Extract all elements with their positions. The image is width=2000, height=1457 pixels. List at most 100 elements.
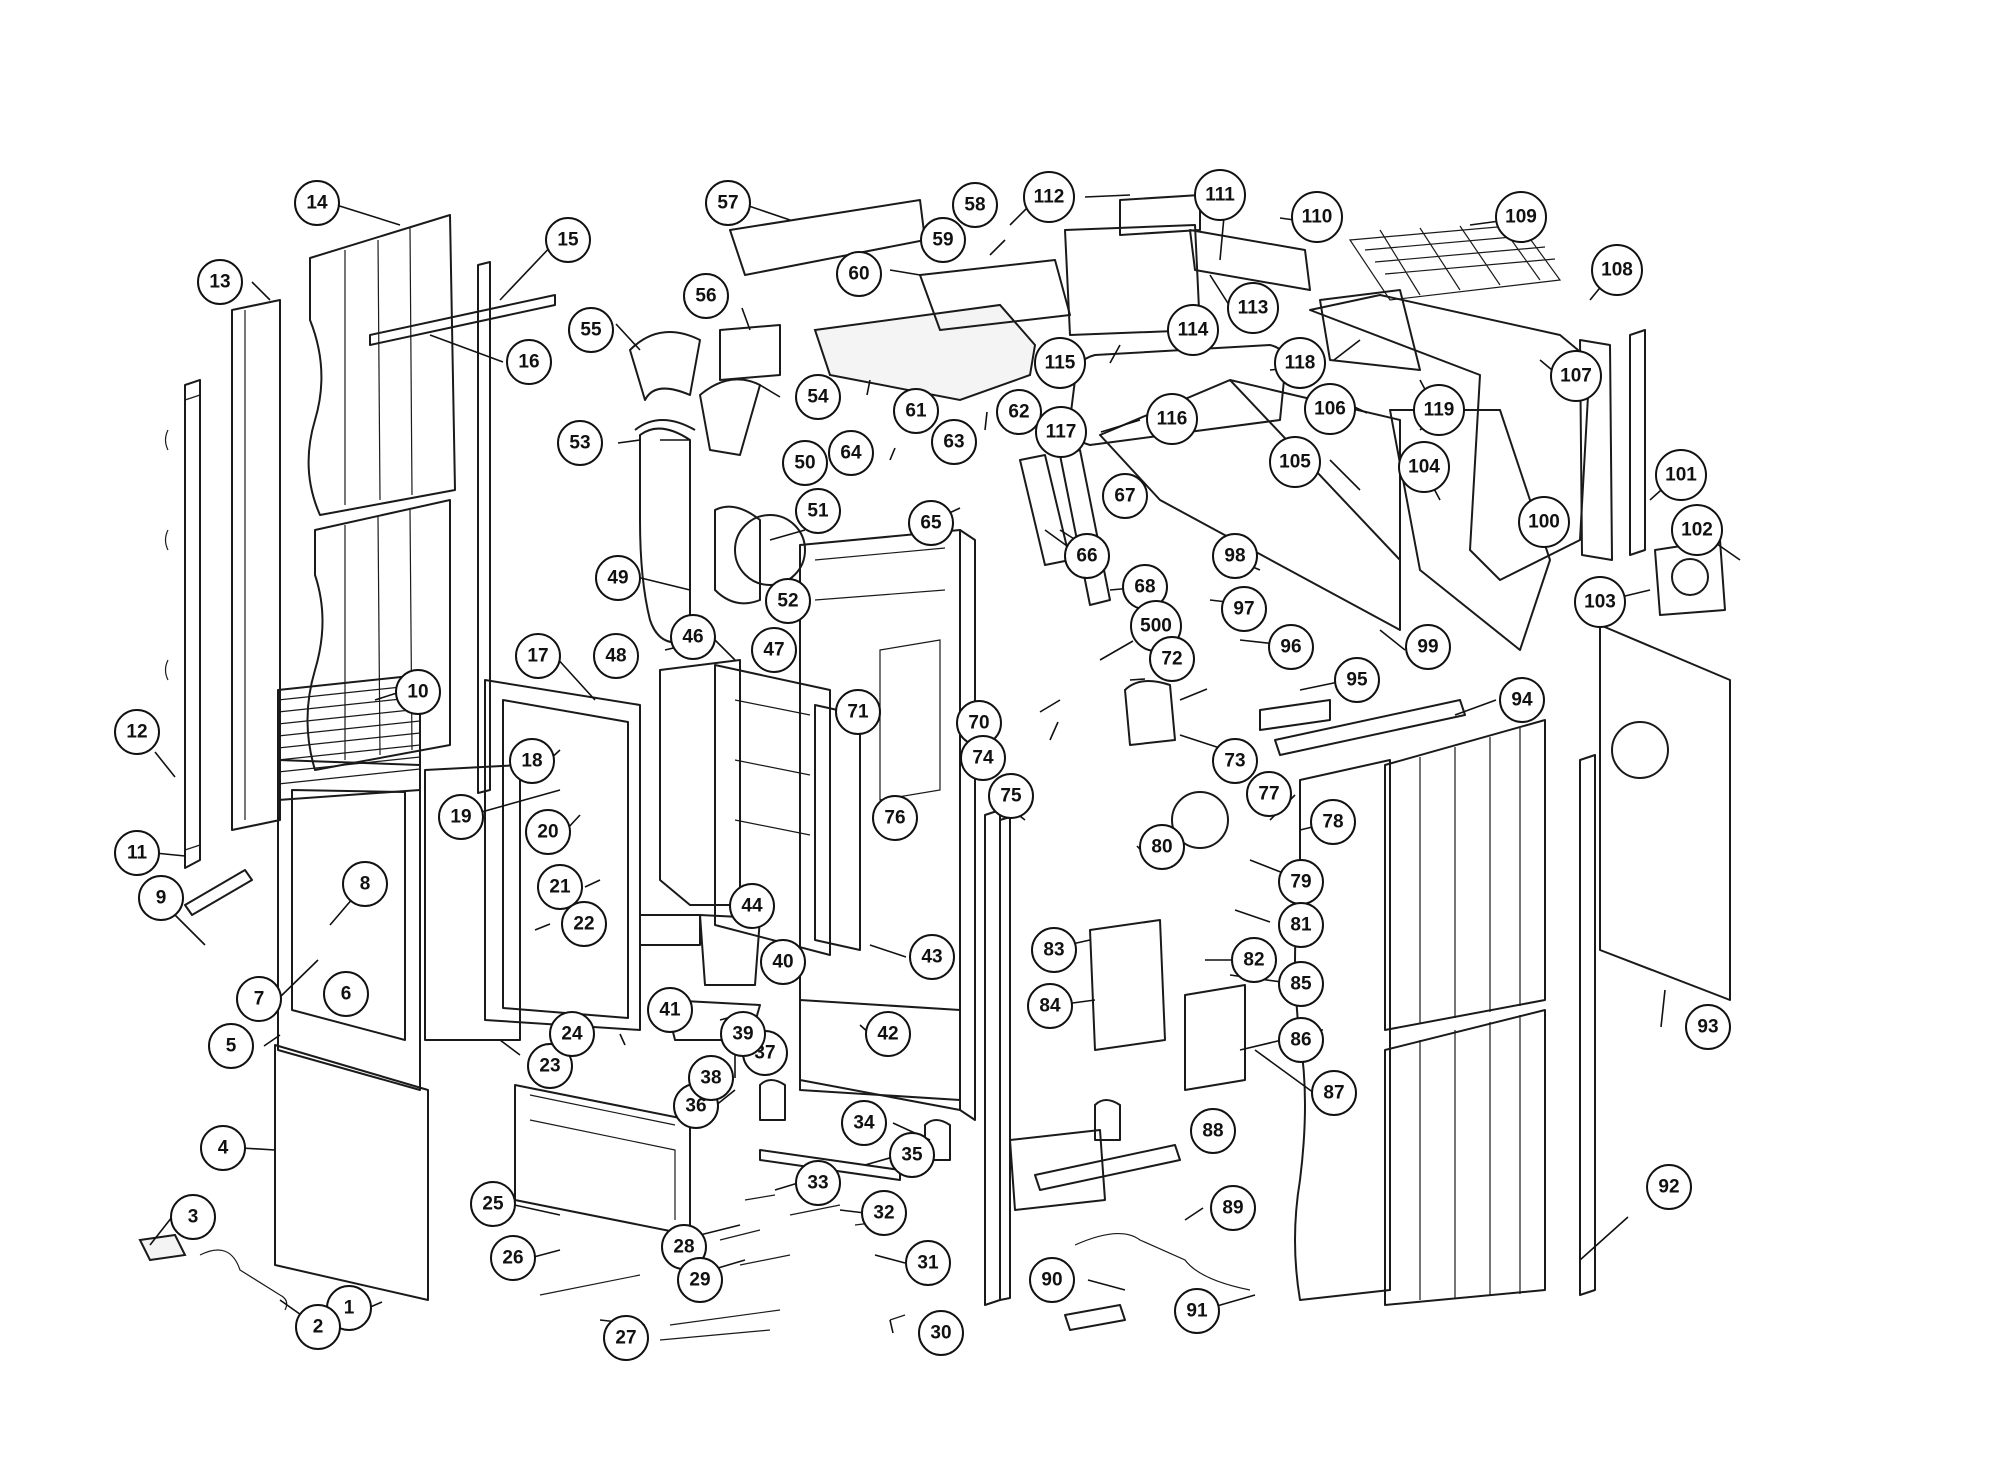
callout-22: 22 <box>561 901 607 947</box>
callout-circle <box>545 217 591 263</box>
callout-label: 48 <box>605 646 626 667</box>
callout-39: 39 <box>720 1011 766 1057</box>
callout-circle <box>782 440 828 486</box>
callout-87: 87 <box>1311 1070 1357 1116</box>
callout-circle <box>1221 586 1267 632</box>
callout-3: 3 <box>170 1194 216 1240</box>
callout-31: 31 <box>905 1240 951 1286</box>
part-side-panel-upper <box>307 214 456 516</box>
callout-34: 34 <box>841 1100 887 1146</box>
callout-50: 50 <box>782 440 828 486</box>
callout-86: 86 <box>1278 1017 1324 1063</box>
callout-label: 96 <box>1280 637 1301 658</box>
callout-2: 2 <box>295 1304 341 1350</box>
callout-57: 57 <box>705 180 751 226</box>
callout-81: 81 <box>1278 902 1324 948</box>
callout-circle <box>795 488 841 534</box>
callout-circle <box>557 420 603 466</box>
callout-25: 25 <box>470 1181 516 1227</box>
callout-7: 7 <box>236 976 282 1022</box>
callout-circle <box>1278 961 1324 1007</box>
callout-41: 41 <box>647 987 693 1033</box>
callout-78: 78 <box>1310 799 1356 845</box>
callout-circle <box>114 830 160 876</box>
callout-circle <box>561 901 607 947</box>
callout-label: 24 <box>561 1024 583 1045</box>
callout-circle <box>1304 383 1356 435</box>
part-top-cover <box>813 303 1037 402</box>
callout-80: 80 <box>1139 824 1185 870</box>
callout-circle <box>952 182 998 228</box>
callout-circle <box>1574 576 1626 628</box>
callout-circle <box>1550 350 1602 402</box>
callout-circle <box>170 1194 216 1240</box>
callout-23: 23 <box>527 1043 573 1089</box>
callout-circle <box>208 1023 254 1069</box>
callout-61: 61 <box>893 388 939 434</box>
callout-82: 82 <box>1231 937 1277 983</box>
callout-label: 34 <box>853 1113 875 1134</box>
callout-circle <box>765 578 811 624</box>
callout-circle <box>889 1132 935 1178</box>
callout-label: 113 <box>1238 298 1269 319</box>
callout-30: 30 <box>918 1310 964 1356</box>
callout-label: 29 <box>689 1270 710 1291</box>
callout-66: 66 <box>1064 533 1110 579</box>
callout-circle <box>1027 983 1073 1029</box>
callout-label: 72 <box>1161 649 1182 670</box>
callout-label: 10 <box>407 682 428 703</box>
callout-label: 112 <box>1034 187 1065 208</box>
callout-circle <box>760 939 806 985</box>
callout-84: 84 <box>1027 983 1073 1029</box>
callout-label: 90 <box>1041 1270 1062 1291</box>
callout-54: 54 <box>795 374 841 420</box>
callout-circle <box>200 1125 246 1171</box>
callout-circle <box>865 1011 911 1057</box>
callout-circle <box>490 1235 536 1281</box>
callout-label: 12 <box>126 722 147 743</box>
callout-label: 30 <box>930 1323 951 1344</box>
callout-circle <box>537 864 583 910</box>
callout-circle <box>893 388 939 434</box>
callout-label: 87 <box>1323 1083 1344 1104</box>
callout-label: 500 <box>1140 616 1172 637</box>
callout-104: 104 <box>1398 441 1450 493</box>
callout-circle <box>677 1257 723 1303</box>
callout-14: 14 <box>294 180 340 226</box>
callout-label: 93 <box>1697 1017 1718 1038</box>
callout-circle <box>323 971 369 1017</box>
callout-label: 28 <box>673 1237 694 1258</box>
callout-circle <box>527 1043 573 1089</box>
callout-circle <box>1646 1164 1692 1210</box>
callout-label: 58 <box>964 195 985 216</box>
callout-109: 109 <box>1495 191 1547 243</box>
callout-circle <box>295 1304 341 1350</box>
callout-label: 60 <box>848 264 869 285</box>
callout-label: 62 <box>1008 402 1029 423</box>
callout-9: 9 <box>138 875 184 921</box>
callout-107: 107 <box>1550 350 1602 402</box>
callout-label: 15 <box>557 230 579 251</box>
callout-circle <box>1274 337 1326 389</box>
callout-label: 25 <box>482 1194 504 1215</box>
callout-115: 115 <box>1034 337 1086 389</box>
callout-circle <box>138 875 184 921</box>
callout-label: 108 <box>1601 260 1633 281</box>
callout-label: 106 <box>1314 399 1346 420</box>
callout-90: 90 <box>1029 1257 1075 1303</box>
callout-76: 76 <box>872 795 918 841</box>
callout-label: 49 <box>607 568 628 589</box>
callout-circle <box>1278 1017 1324 1063</box>
callout-circle <box>720 1011 766 1057</box>
callout-circle <box>828 430 874 476</box>
callout-circle <box>705 180 751 226</box>
callout-85: 85 <box>1278 961 1324 1007</box>
callout-88: 88 <box>1190 1108 1236 1154</box>
callout-circle <box>595 555 641 601</box>
callout-label: 67 <box>1114 486 1135 507</box>
part-fan-duct <box>639 427 691 644</box>
callout-117: 117 <box>1035 406 1087 458</box>
callout-label: 94 <box>1511 690 1533 711</box>
callout-circle <box>603 1315 649 1361</box>
callout-circle <box>568 307 614 353</box>
